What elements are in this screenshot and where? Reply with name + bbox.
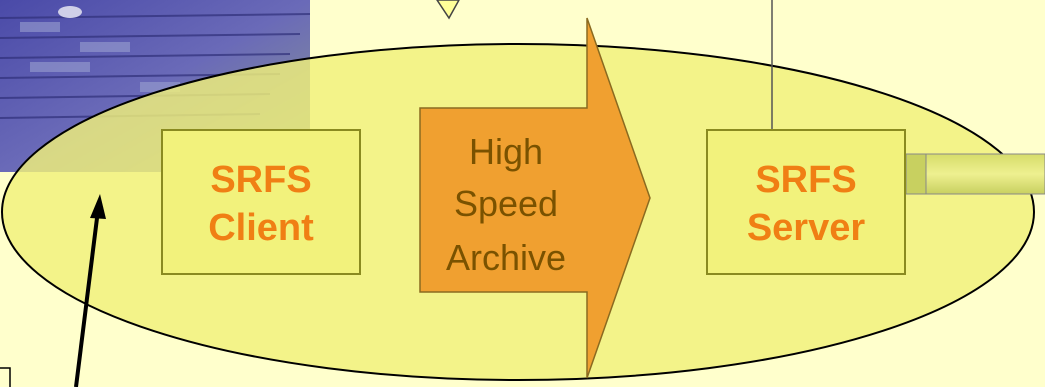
client-line2: Client [208,207,314,249]
bracket-mark [0,367,11,387]
pointer-arrow-icon [74,194,106,387]
server-line1: SRFS [755,159,856,201]
high-speed-archive-arrow: High Speed Archive [419,17,651,379]
server-line2: Server [747,207,866,249]
archive-line3: Archive [446,237,566,278]
srfs-client-box: SRFS Client [161,129,361,275]
archive-line1: High [469,131,543,172]
pipe-connector [905,153,1045,195]
archive-line2: Speed [454,183,558,224]
callout-tip-icon [436,0,460,20]
client-line1: SRFS [210,159,311,201]
srfs-server-box: SRFS Server [706,129,906,275]
